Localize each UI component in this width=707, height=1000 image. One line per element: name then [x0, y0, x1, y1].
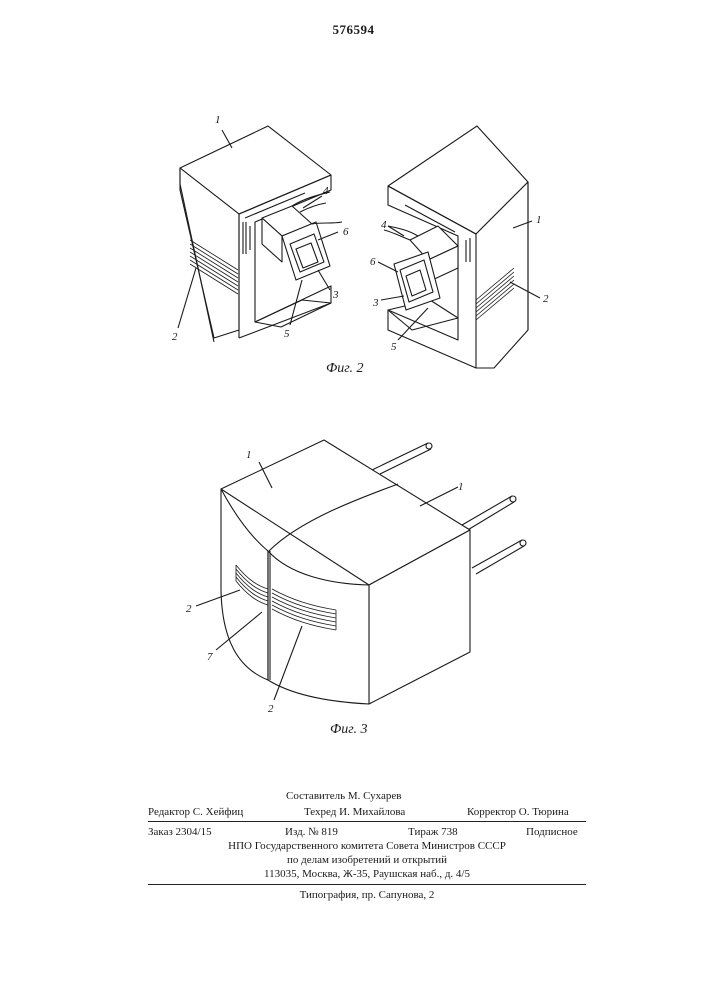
label-5: 5 — [284, 328, 290, 340]
circulation: Тираж 738 — [408, 825, 458, 839]
label-4: 4 — [323, 185, 329, 197]
label-top: 1 — [246, 449, 252, 461]
label-6: 6 — [343, 226, 349, 238]
corrector: Корректор О. Тюрина — [467, 805, 569, 819]
divider — [148, 884, 586, 885]
label-2: 2 — [172, 331, 178, 343]
fig3-caption: Фиг. 3 — [330, 722, 368, 737]
fig2-caption: Фиг. 2 — [326, 361, 364, 376]
order-number: Заказ 2304/15 — [148, 825, 212, 839]
fig2-right-unit — [378, 126, 540, 368]
divider — [148, 821, 586, 822]
printer: Типография, пр. Сапунова, 2 — [148, 888, 586, 902]
editor: Редактор С. Хейфиц — [148, 805, 243, 819]
fig2-left-unit — [178, 126, 342, 342]
label-1: 1 — [215, 114, 221, 126]
label-2: 2 — [543, 293, 549, 305]
label-5: 5 — [391, 341, 397, 353]
org-line-1: НПО Государственного комитета Совета Мин… — [148, 839, 586, 853]
label-3: 3 — [332, 289, 339, 301]
label-2b: 2 — [268, 703, 274, 715]
org-line-3: 113035, Москва, Ж-35, Раушская наб., д. … — [148, 867, 586, 881]
tech-editor: Техред И. Михайлова — [304, 805, 405, 819]
label-6: 6 — [370, 256, 376, 268]
subscription: Подписное — [526, 825, 578, 839]
compiler: Составитель М. Сухарев — [286, 789, 402, 803]
org-line-2: по делам изобретений и открытий — [148, 853, 586, 867]
label-3: 3 — [372, 297, 379, 309]
label-2a: 2 — [186, 603, 192, 615]
label-1: 1 — [458, 481, 464, 493]
label-1: 1 — [536, 214, 542, 226]
label-7: 7 — [207, 651, 213, 663]
fig3-assembly — [196, 440, 526, 704]
label-4: 4 — [381, 219, 387, 231]
issue-number: Изд. № 819 — [285, 825, 338, 839]
